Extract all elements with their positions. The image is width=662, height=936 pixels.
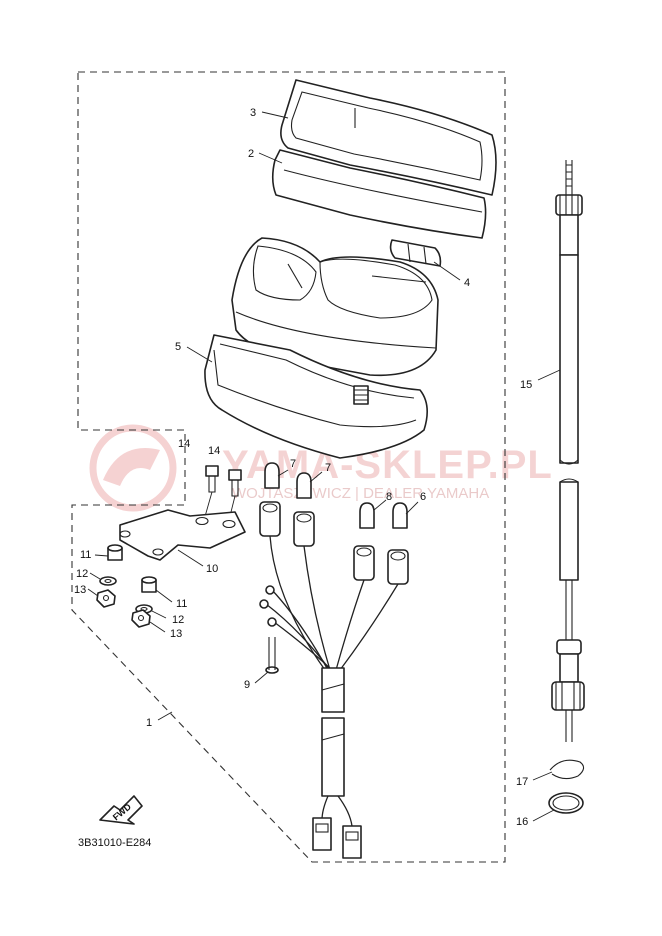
callout-7a: 7 — [290, 458, 296, 470]
harness — [312, 667, 362, 859]
leader-lines — [87, 111, 561, 822]
fwd-arrow-icon: FWD — [99, 795, 143, 825]
callout-3: 3 — [250, 107, 256, 119]
callout-10: 10 — [206, 563, 218, 575]
callout-9: 9 — [244, 679, 250, 691]
part-17-clip — [549, 759, 585, 780]
part-5-case — [204, 334, 428, 459]
callouts: 3 2 4 5 6 7 7 8 9 10 11 11 12 12 13 13 1… — [74, 107, 532, 828]
callout-14b: 14 — [208, 445, 220, 457]
connector-right — [342, 825, 362, 859]
part-3-bezel — [280, 79, 497, 196]
wiring — [259, 535, 399, 671]
callout-11b: 11 — [176, 598, 187, 610]
meter-body — [231, 237, 439, 377]
callout-7b: 7 — [325, 462, 331, 474]
watermark-logo-ring — [89, 424, 177, 512]
callout-11a: 11 — [80, 549, 91, 561]
callout-1: 1 — [146, 717, 152, 729]
callout-12b: 12 — [172, 614, 184, 626]
part-2-housing — [271, 149, 487, 239]
part-13-nuts — [96, 589, 151, 628]
callout-13b: 13 — [170, 628, 182, 640]
part-8-bulb — [359, 502, 375, 529]
assembly-boundary — [71, 71, 506, 863]
callout-12a: 12 — [76, 568, 88, 580]
part-15-cable — [551, 160, 585, 742]
callout-8: 8 — [386, 491, 392, 503]
part-9-screw — [265, 637, 279, 674]
diagram-code: 3B31010-E284 — [78, 837, 151, 849]
part-16-o-ring — [548, 792, 584, 814]
part-10-bracket — [119, 509, 246, 561]
bulb-sockets — [259, 501, 409, 585]
callout-14a: 14 — [178, 438, 190, 450]
watermark-logo-mark — [103, 448, 160, 486]
callout-4: 4 — [464, 277, 470, 289]
callout-2: 2 — [248, 148, 254, 160]
callout-16: 16 — [516, 816, 528, 828]
part-6-bulb — [392, 502, 408, 529]
callout-13a: 13 — [74, 584, 86, 596]
callout-17: 17 — [516, 776, 528, 788]
part-7-bulbs — [264, 462, 312, 499]
connector-left — [312, 817, 332, 851]
callout-6: 6 — [420, 491, 426, 503]
callout-15: 15 — [520, 379, 532, 391]
callout-5: 5 — [175, 341, 181, 353]
